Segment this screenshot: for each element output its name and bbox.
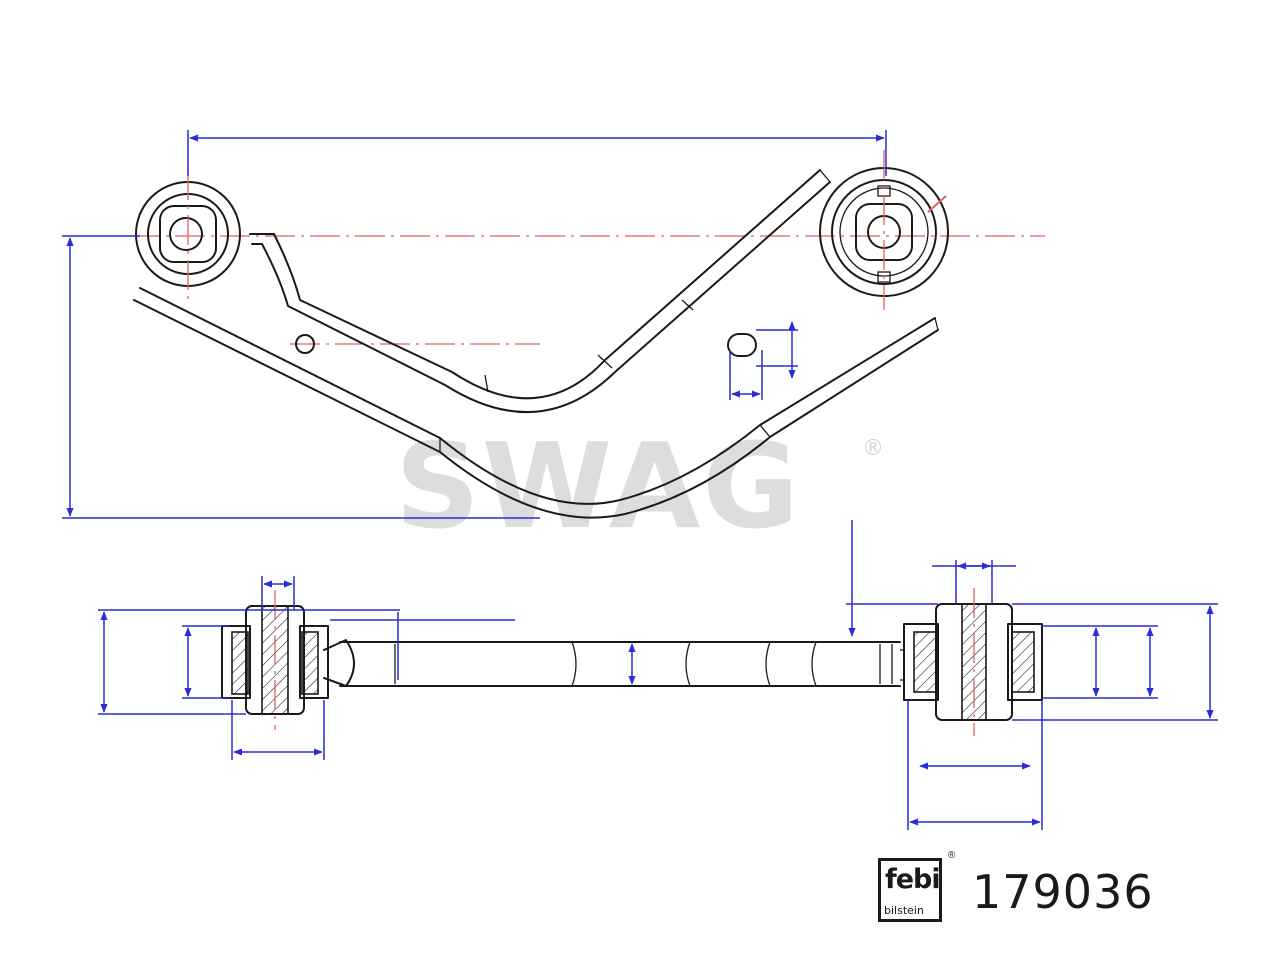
logo-registered-mark: ®	[948, 850, 956, 861]
watermark-registered-mark: ®	[862, 436, 884, 461]
right-bushing-section	[900, 588, 1043, 736]
control-arm-body	[133, 169, 939, 519]
watermark-text: SWAG	[395, 417, 801, 555]
side-view	[98, 520, 1218, 830]
logo-brand-text: febi	[885, 864, 941, 895]
mounting-hole-left	[295, 334, 315, 354]
top-view	[62, 130, 1045, 519]
slot-hole-right	[727, 333, 757, 357]
left-bushing-eye	[135, 170, 241, 300]
connecting-rod	[323, 639, 901, 687]
left-bushing-section	[221, 590, 329, 730]
right-bushing-eye	[819, 150, 949, 310]
febi-bilstein-logo: febi bilstein	[878, 858, 942, 922]
part-number: 179036	[972, 865, 1154, 919]
logo-sub-text: bilstein	[884, 904, 924, 917]
